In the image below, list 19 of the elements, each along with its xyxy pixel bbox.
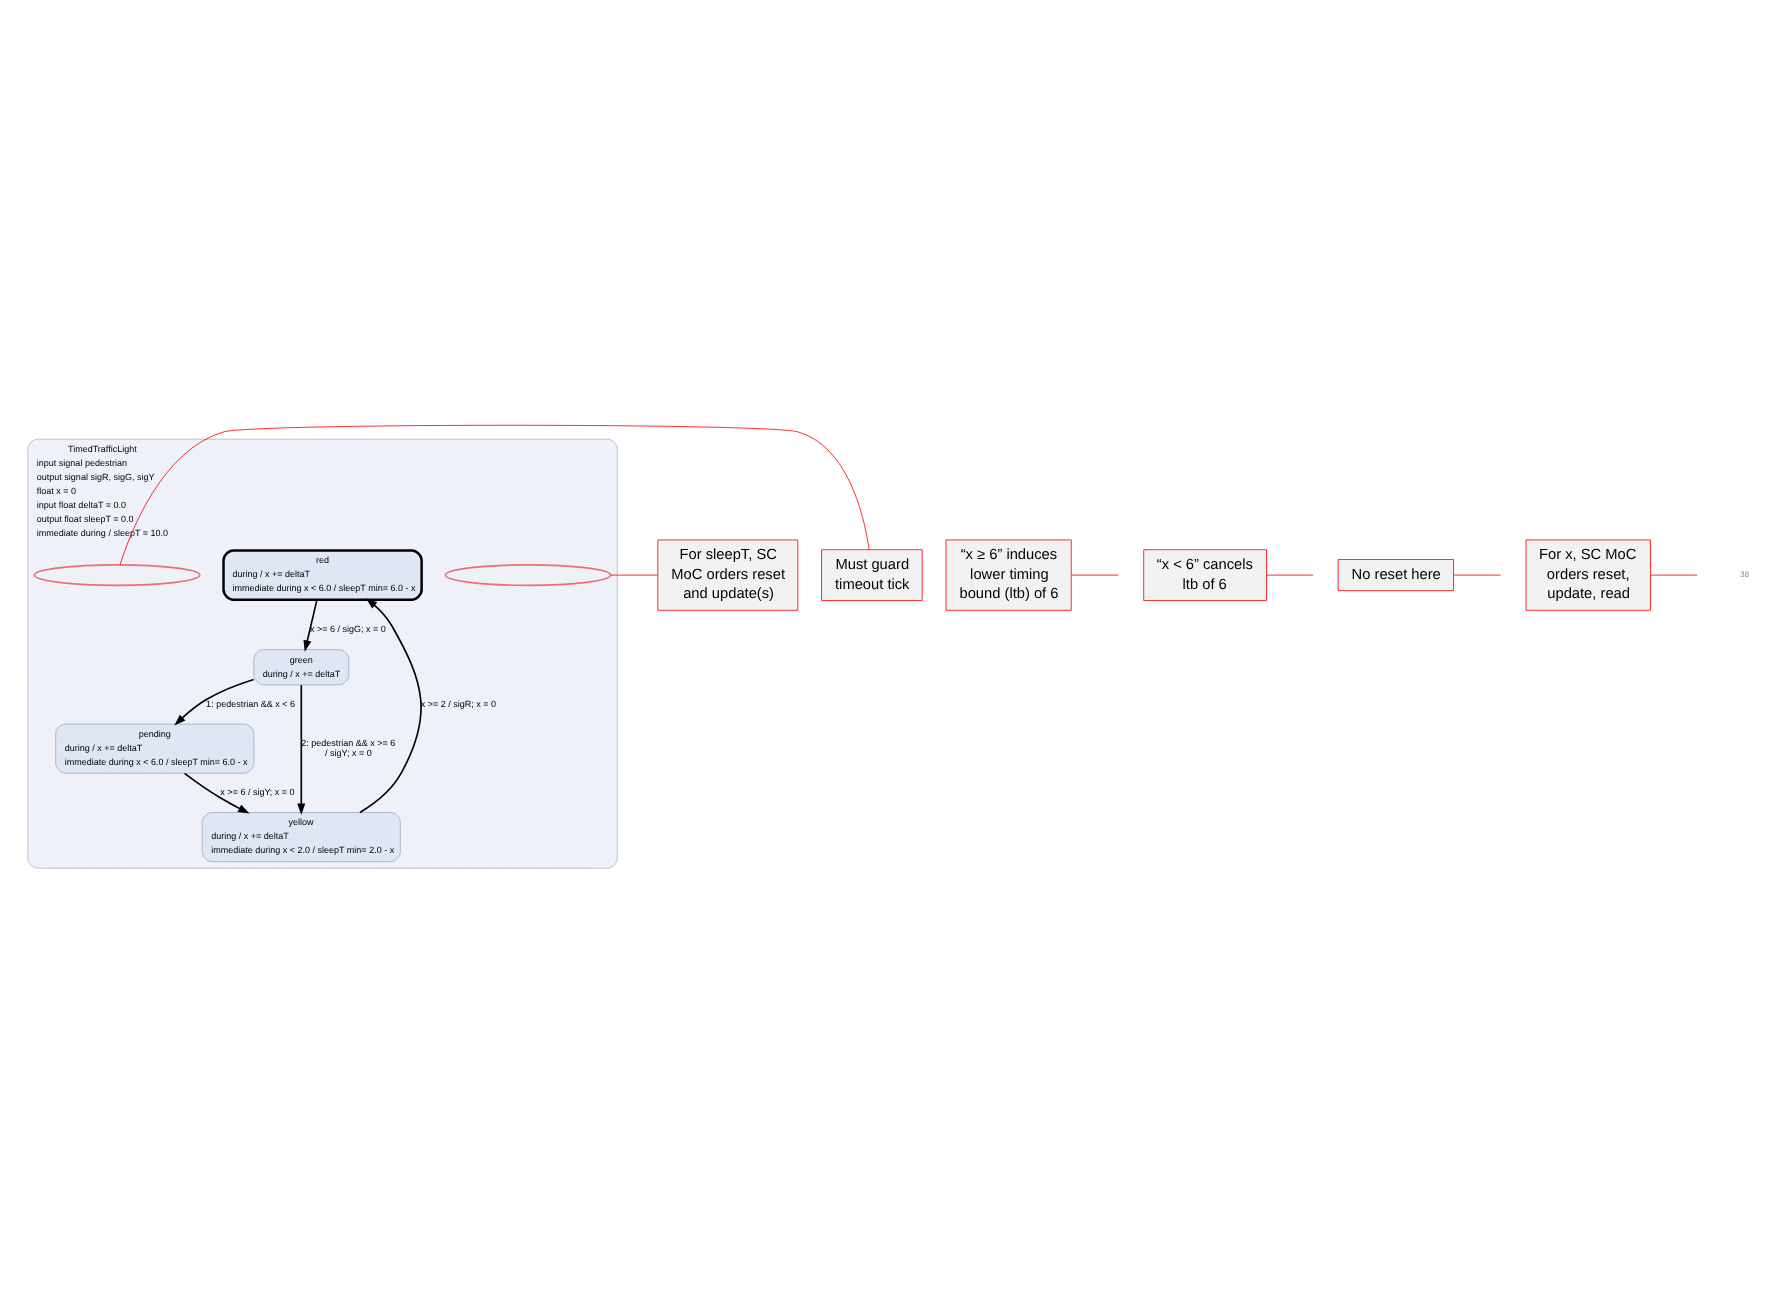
connector — [610, 573, 659, 575]
connector — [1071, 573, 1119, 575]
arrow — [183, 771, 250, 813]
connector — [1453, 573, 1502, 575]
node-box: “x < 6” cancels ltb of 6 — [1143, 548, 1267, 600]
arrow — [359, 597, 422, 813]
connector — [119, 423, 870, 565]
connector — [1650, 573, 1698, 575]
arrow — [303, 597, 318, 651]
node-box: Must guard timeout tick — [821, 548, 923, 600]
connector — [1266, 573, 1314, 575]
node-box: No reset here — [1337, 558, 1454, 591]
node-box: For x, SC MoC orders reset, update, read — [1525, 538, 1651, 610]
node-ellipse — [33, 563, 201, 586]
node-ellipse — [444, 563, 612, 586]
arrow — [174, 677, 255, 725]
node-box: “x ≥ 6” induces lower timing bound (ltb) of 6 — [945, 538, 1072, 610]
arrow — [297, 683, 306, 814]
node-box: For sleepT, SC MoC orders reset and update(s) — [657, 538, 799, 610]
